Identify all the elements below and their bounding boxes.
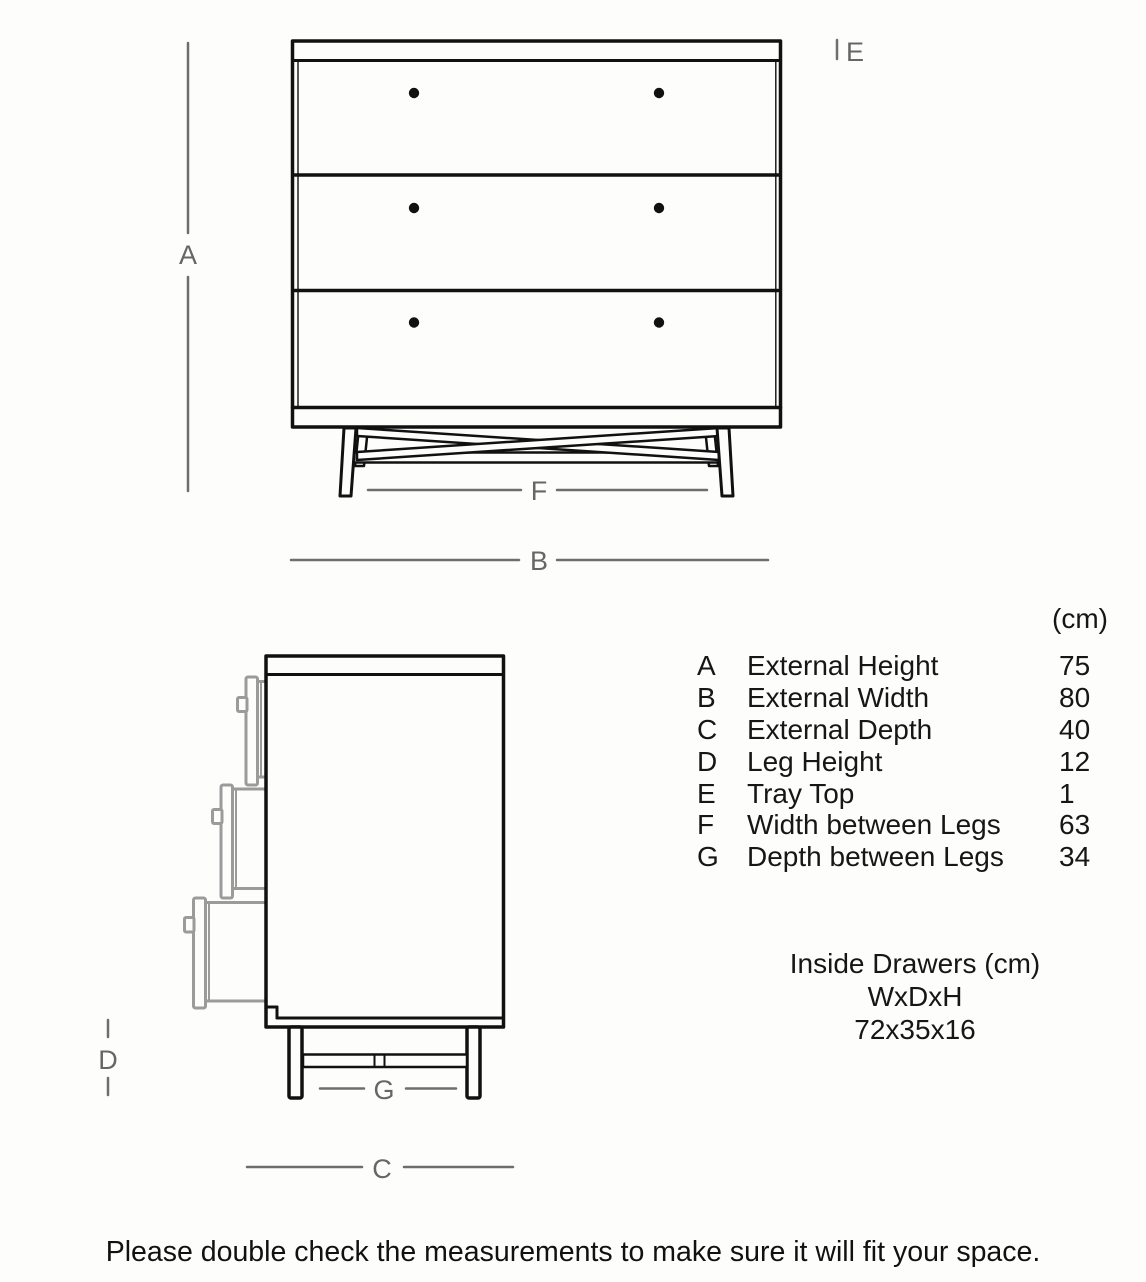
table-row: C External Depth 40 [697, 714, 1105, 746]
drawer-handle [236, 696, 249, 713]
measurement-table: A External Height 75 B External Width 80… [697, 650, 1105, 873]
row-letter: C [697, 713, 718, 745]
row-value: 75 [1059, 650, 1091, 681]
side-leg [465, 1025, 482, 1100]
side-view [183, 654, 506, 1100]
side-carcass [264, 654, 506, 1029]
dim-label-D: D [98, 1045, 118, 1075]
dim-label-G: G [373, 1075, 394, 1105]
inside-drawers-dims-label: WxDxH [867, 981, 963, 1012]
dim-label-F: F [531, 476, 548, 506]
front-dimensions [186, 38, 839, 562]
row-value: 12 [1059, 745, 1091, 777]
row-value: 1 [1059, 777, 1075, 809]
unit-header: (cm) [1052, 603, 1108, 634]
pulled-drawers [183, 675, 269, 1010]
row-label: External Depth [747, 713, 933, 745]
row-letter: E [697, 777, 716, 809]
side-dimensions [106, 1018, 515, 1169]
table-row: F Width between Legs 63 [697, 809, 1105, 841]
knob [408, 317, 420, 328]
row-letter: A [697, 650, 716, 681]
row-letter: B [697, 681, 716, 713]
row-value: 34 [1059, 841, 1091, 873]
front-carcass [290, 39, 783, 429]
inside-drawers-title: Inside Drawers (cm) [789, 948, 1041, 979]
drawer-knobs [408, 87, 665, 328]
row-value: 40 [1059, 713, 1091, 745]
footer-note: Please double check the measurements to … [105, 1236, 1041, 1268]
table-row: G Depth between Legs 34 [697, 841, 1105, 873]
front-view [290, 39, 783, 498]
table-row: D Leg Height 12 [697, 746, 1105, 778]
table-row: B External Width 80 [697, 682, 1105, 714]
pulled-drawer-bottom [183, 896, 269, 1010]
row-label: External Height [747, 650, 939, 681]
inside-drawers-note: Inside Drawers (cm) WxDxH 72x35x16 [765, 947, 1065, 1046]
knob [653, 202, 665, 214]
side-leg [287, 1025, 304, 1100]
row-label: Width between Legs [747, 809, 1001, 841]
knob [653, 87, 665, 99]
dim-label-B: B [530, 546, 548, 576]
knob [408, 87, 420, 99]
row-value: 80 [1059, 681, 1091, 713]
row-letter: D [697, 745, 718, 777]
row-letter: F [697, 809, 715, 841]
dim-label-A: A [179, 240, 197, 270]
row-value: 63 [1059, 809, 1091, 841]
pulled-drawer-top [236, 675, 269, 787]
inside-drawers-dims-value: 72x35x16 [854, 1014, 976, 1045]
drawer-front-panel [192, 896, 207, 1010]
drawer-handle [211, 808, 224, 825]
drawer-handle [183, 916, 196, 934]
drawer-front-panel [244, 675, 259, 787]
row-label: External Width [747, 681, 930, 713]
dim-label-C: C [372, 1154, 392, 1184]
row-label: Leg Height [747, 745, 883, 777]
front-leg [715, 426, 735, 498]
knob [653, 317, 665, 328]
knob [408, 202, 420, 214]
side-body [264, 654, 506, 1100]
table-row: E Tray Top 1 [697, 778, 1105, 810]
pulled-drawer-middle [211, 783, 269, 900]
row-letter: G [697, 841, 719, 873]
table-row: A External Height 75 [697, 650, 1105, 682]
row-label: Depth between Legs [747, 841, 1004, 873]
front-leg [338, 426, 358, 498]
dim-label-E: E [846, 37, 864, 67]
row-label: Tray Top [747, 777, 855, 809]
drawer-front-panel [219, 783, 234, 900]
